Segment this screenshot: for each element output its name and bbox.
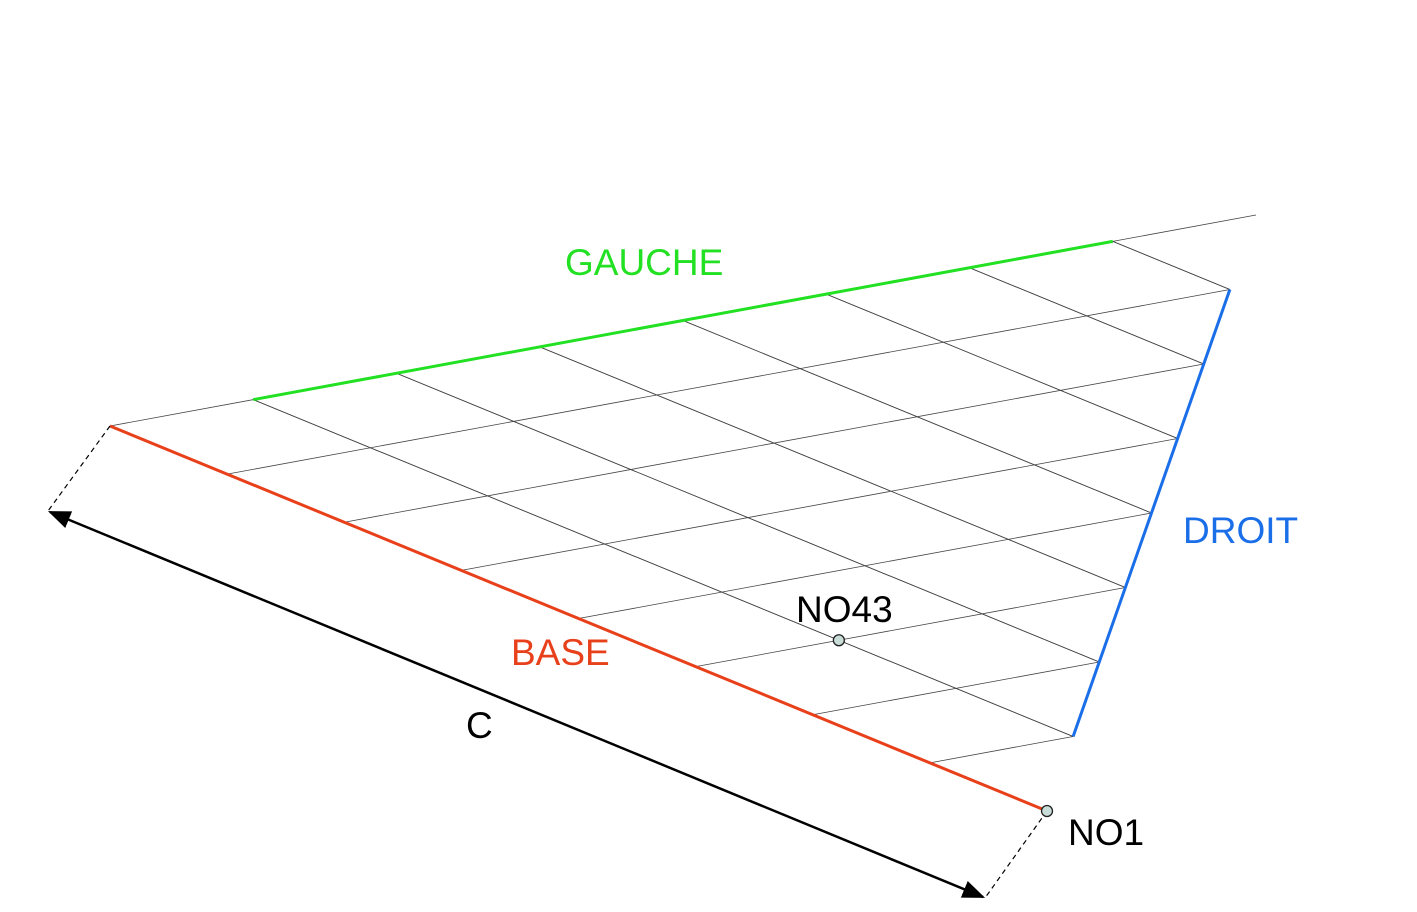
grid-line bbox=[227, 289, 1230, 475]
base-edge bbox=[109, 424, 1048, 813]
left-edge-gauche bbox=[252, 239, 1114, 402]
edge-highlights bbox=[109, 239, 1232, 813]
grid-line bbox=[969, 267, 1204, 365]
nodes bbox=[832, 634, 1054, 818]
dimension-arrow-c bbox=[47, 510, 986, 899]
mesh-grid bbox=[109, 214, 1257, 812]
right-edge-droit bbox=[1071, 289, 1232, 737]
grid-line bbox=[682, 320, 1152, 514]
grid-line bbox=[461, 438, 1178, 571]
grid-line bbox=[539, 346, 1126, 588]
label-droit: DROIT bbox=[1183, 510, 1298, 551]
node-no43 bbox=[832, 634, 846, 647]
grid-line bbox=[826, 293, 1178, 439]
dimension-extension-left bbox=[47, 425, 111, 512]
label-node-no1: NO1 bbox=[1068, 812, 1144, 853]
label-gauche: GAUCHE bbox=[565, 242, 723, 283]
label-base: BASE bbox=[511, 632, 610, 673]
node-no1 bbox=[1040, 804, 1054, 818]
grid-line bbox=[929, 736, 1074, 764]
grid-line bbox=[253, 399, 1074, 737]
label-dimension-c: C bbox=[466, 705, 493, 746]
label-node-no43: NO43 bbox=[796, 589, 893, 630]
grid-line bbox=[396, 372, 1100, 663]
dimension-extension-right bbox=[984, 810, 1048, 899]
grid-line bbox=[695, 587, 1126, 668]
grid-line bbox=[1112, 241, 1231, 290]
